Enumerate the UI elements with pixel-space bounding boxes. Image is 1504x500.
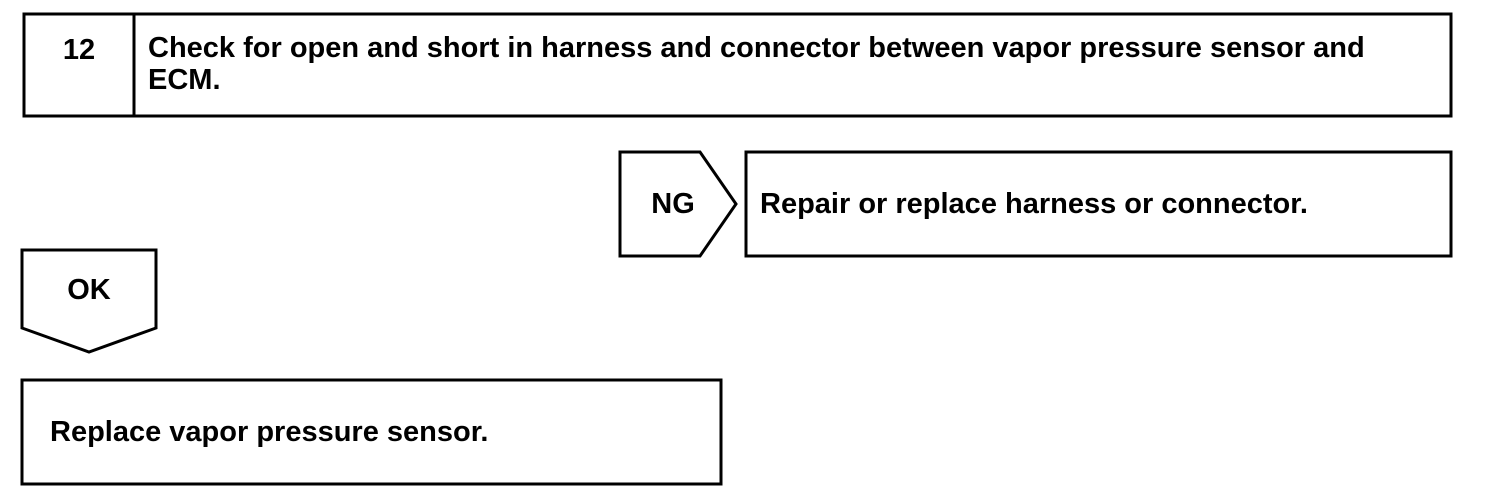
- ok-arrow-shape: [20, 248, 158, 354]
- ng-action-text: Repair or replace harness or connector.: [760, 187, 1308, 220]
- ok-label: OK: [67, 273, 111, 306]
- ng-arrow-shape: [618, 150, 738, 258]
- ok-action-text: Replace vapor pressure sensor.: [50, 415, 489, 448]
- step-box: [22, 12, 1453, 118]
- step-number: 12: [62, 34, 96, 66]
- step-title: Check for open and short in harness and …: [148, 32, 1365, 96]
- ng-action-box: [744, 150, 1453, 258]
- ng-label: NG: [651, 187, 695, 220]
- ok-action-box: [20, 378, 723, 486]
